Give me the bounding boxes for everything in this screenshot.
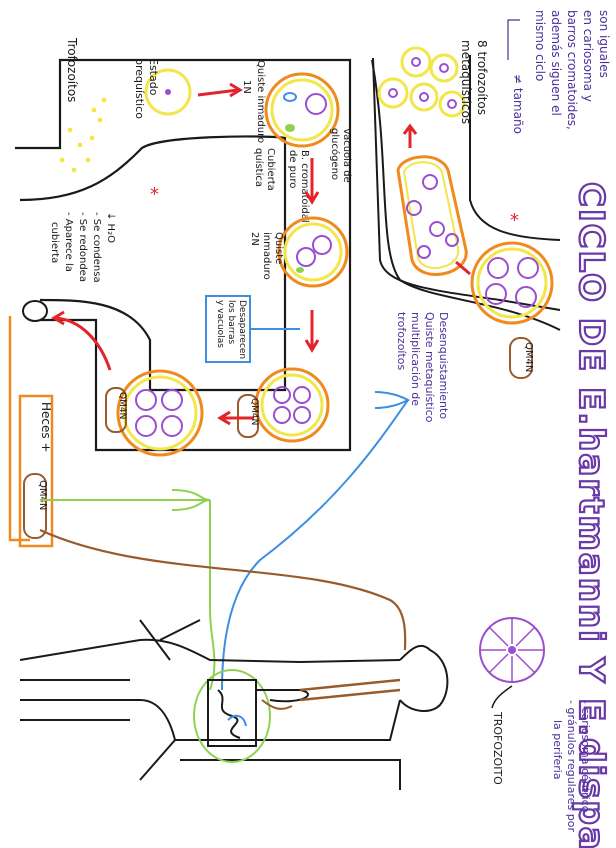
qm4n-label-right: QM4N <box>509 337 534 379</box>
trophozoite-dots <box>59 97 107 173</box>
svg-text:Desenquistamiento: Desenquistamiento <box>437 312 450 419</box>
arrow-exit <box>55 316 112 371</box>
heces-box: Heces + QM4N <box>8 316 54 548</box>
svg-text:los barras: los barras <box>226 300 236 345</box>
svg-text:QM4N: QM4N <box>37 480 48 510</box>
qm4n-label-1: QM4N <box>237 394 259 438</box>
note-line-1: son iguales <box>597 10 611 78</box>
svg-text:- gránulos regulares por: - gránulos regulares por <box>565 700 578 832</box>
label-2n-2: inmaduro <box>261 232 272 280</box>
note-line-3: barros cromatoides, <box>565 10 579 130</box>
digestive-system <box>193 669 401 763</box>
qm4n-cyst-2 <box>116 369 204 457</box>
label-vacuola-2: glucógeno <box>329 128 341 180</box>
svg-text:Desaparecen: Desaparecen <box>237 300 247 359</box>
trophozoite-notes: - cariosoma céntrico - gránulos regulare… <box>551 700 592 832</box>
trophozoite-drawing <box>479 617 545 683</box>
note-line-6: ≠ tamaño <box>511 74 525 134</box>
note-line-4: además siguen el <box>549 10 563 116</box>
red-star-left: * <box>150 184 159 205</box>
svg-text:y vacuolas: y vacuolas <box>215 300 225 348</box>
human-body <box>19 619 449 790</box>
label-vacuola-1: Vacuola de <box>341 128 352 183</box>
immature-cyst-2n <box>277 216 349 288</box>
green-connector <box>209 500 216 691</box>
svg-text:- Se condensa: - Se condensa <box>91 212 102 283</box>
svg-text:- Aparece la: - Aparece la <box>63 212 74 272</box>
label-1n-2: 1N <box>241 80 252 94</box>
notes-top-right: son iguales en cariosoma y barros cromat… <box>507 10 611 134</box>
label-cubierta-2: quística <box>253 148 265 187</box>
desenquistamiento-note: Desenquistamiento Quiste metaquístico mu… <box>395 312 450 423</box>
label-metacystic-2: metaquísticos <box>459 40 473 124</box>
tube-opening <box>22 300 48 322</box>
metacystic-trophozoites <box>377 46 466 118</box>
qm4n-cyst-right <box>470 241 554 325</box>
note-line-2: en cariosoma y <box>581 10 595 102</box>
note-arrow <box>507 19 520 60</box>
h2o-list: ↓ H₂O - Se condensa - Se redondea - Apar… <box>49 212 116 283</box>
prequistic-stage <box>144 68 192 116</box>
immature-cyst-1n <box>264 72 340 148</box>
label-trofozoitos: Trofozoítos <box>65 37 79 102</box>
svg-text:Heces +: Heces + <box>39 402 53 453</box>
label-prequistic-1: Estado <box>147 58 160 96</box>
diagram-title: CICLO DE E.hartmanni Y E.dispar <box>571 182 611 848</box>
label-barra-1: B. cromatoidal <box>299 150 310 223</box>
trophozoite-arrow <box>491 685 513 709</box>
label-metacystic-1: 8 trofozoítos <box>475 40 489 115</box>
svg-text:la periferia: la periferia <box>551 720 564 780</box>
label-trofozoito: TROFOZOITO <box>491 711 504 785</box>
arrow-to-elongated <box>455 260 471 276</box>
svg-text:QM4N: QM4N <box>117 392 127 419</box>
qm4n-label-2: QM4N <box>105 387 127 433</box>
svg-text:cubierta: cubierta <box>49 222 60 263</box>
label-2n-3: 2N <box>249 232 260 246</box>
svg-text:- cariosoma céntrico: - cariosoma céntrico <box>579 700 592 813</box>
note-line-5: mismo ciclo <box>533 10 547 81</box>
label-cubierta-1: Cubierta <box>265 148 276 191</box>
label-barra-2: de puro <box>287 150 298 188</box>
right-tube-left-wall <box>372 57 561 311</box>
right-tube-right-wall <box>469 55 561 241</box>
svg-text:trofozoítos: trofozoítos <box>395 312 408 371</box>
elongated-cyst <box>396 155 468 276</box>
label-prequistic-2: prequístico <box>133 58 146 119</box>
red-star-right: * <box>510 210 519 231</box>
svg-text:QM4N: QM4N <box>523 342 534 372</box>
arrow-to-1n <box>197 88 239 97</box>
blue-connector <box>221 399 409 691</box>
left-intestine-inner <box>19 135 287 392</box>
svg-text:↓ H₂O: ↓ H₂O <box>105 212 116 243</box>
svg-text:- Se redondea: - Se redondea <box>77 212 88 282</box>
svg-text:Quiste metaquístico: Quiste metaquístico <box>423 312 436 423</box>
svg-text:multiplicación de: multiplicación de <box>409 312 422 406</box>
svg-text:QM4N: QM4N <box>249 398 259 425</box>
label-2n-1: Quiste <box>273 232 284 264</box>
label-1n-1: Quiste inmaduro <box>255 60 266 143</box>
brown-connector <box>39 528 407 651</box>
qm4n-cyst-1 <box>254 367 330 443</box>
desaparecen-box: Desaparecen los barras y vacuolas <box>205 295 300 363</box>
